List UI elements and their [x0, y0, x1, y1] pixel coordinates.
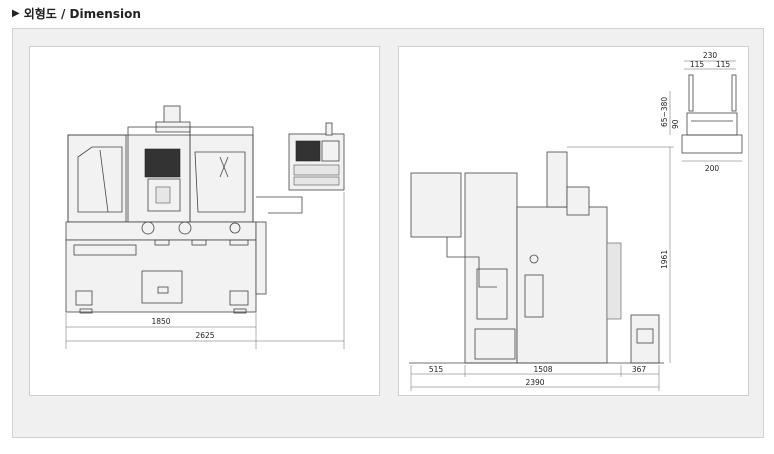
dim-label-left: 515	[429, 365, 444, 374]
side-view-panel: 230 115 115 200 65~380 90	[398, 46, 749, 396]
dim-label-middle: 1508	[533, 365, 552, 374]
detail-dim-range: 65~380	[660, 97, 669, 127]
section-title: 외형도 / Dimension	[23, 6, 141, 21]
side-view-drawing: 230 115 115 200 65~380 90	[409, 51, 743, 391]
dimension-container: 1850 2625 230 115 115 200 65~380 90	[12, 28, 764, 438]
dim-label-outer: 2625	[195, 331, 214, 340]
front-view-panel: 1850 2625	[29, 46, 380, 396]
dim-label-right: 367	[632, 365, 647, 374]
dim-label-total: 2390	[525, 378, 544, 387]
triangle-marker-icon: ▶	[12, 7, 20, 19]
detail-dim-left: 115	[690, 60, 705, 69]
side-column	[464, 172, 518, 364]
side-hopper	[410, 172, 462, 238]
front-view-drawing: 1850 2625	[65, 105, 345, 349]
detail-dim-total: 230	[703, 51, 718, 60]
detail-dim-right: 115	[716, 60, 731, 69]
dim-label-height: 1961	[660, 250, 669, 269]
detail-dim-small: 90	[671, 119, 680, 129]
section-heading: ▶ 외형도 / Dimension	[12, 5, 141, 21]
side-accessory	[630, 314, 660, 364]
center-window	[144, 148, 181, 178]
spindle-top	[163, 105, 181, 124]
dim-label-inner: 1850	[151, 317, 170, 326]
detail-dim-bottom: 200	[705, 164, 720, 173]
base-body	[65, 239, 257, 313]
side-body	[516, 206, 608, 364]
